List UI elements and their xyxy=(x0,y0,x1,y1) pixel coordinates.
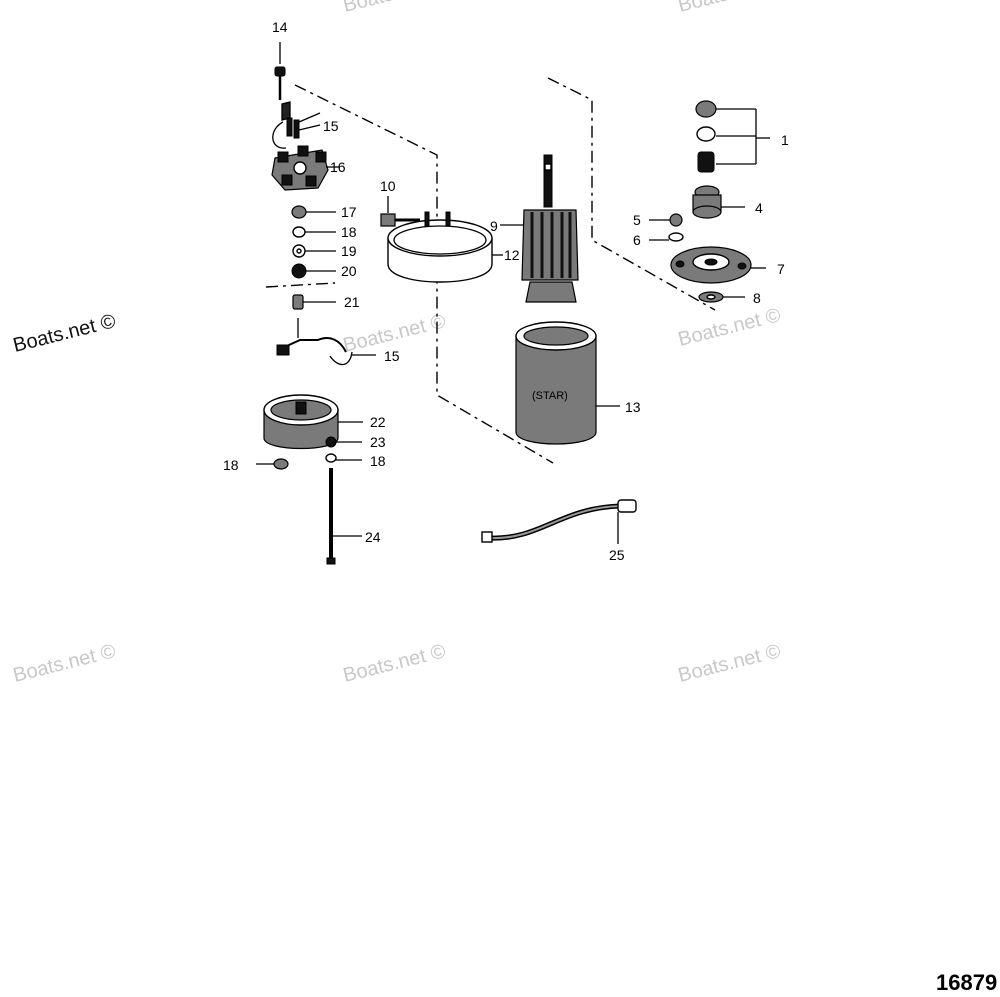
watermark: Boats.net © xyxy=(676,640,783,687)
brush-plate-part-16 xyxy=(271,145,340,191)
washers-part-23-18 xyxy=(256,436,362,470)
through-bolt-part-24 xyxy=(326,468,362,565)
watermark: Boats.net © xyxy=(341,640,448,687)
screw-part-14 xyxy=(274,42,286,100)
callout-6: 6 xyxy=(633,232,641,248)
callout-7: 7 xyxy=(777,261,785,277)
callout-4: 4 xyxy=(755,200,763,216)
callout-13: 13 xyxy=(625,399,641,415)
callout-18-right: 18 xyxy=(370,453,386,469)
armature-part-9 xyxy=(500,154,579,303)
hardware-stack xyxy=(291,205,336,310)
callout-25: 25 xyxy=(609,547,625,563)
callout-5: 5 xyxy=(633,212,641,228)
callout-9: 9 xyxy=(490,218,498,234)
callout-17: 17 xyxy=(341,204,357,220)
battery-cable-part-25 xyxy=(481,499,637,544)
drive-gear-part-4 xyxy=(692,185,745,219)
callout-24: 24 xyxy=(365,529,381,545)
brush-springs-part-15 xyxy=(272,101,321,149)
callout-22: 22 xyxy=(370,414,386,430)
diagram-number: 16879 xyxy=(936,970,997,995)
callout-20: 20 xyxy=(341,263,357,279)
watermark: Boats.net © xyxy=(341,0,448,17)
watermark-layer: Boats.net © Boats.net © Boats.net © Boat… xyxy=(11,0,783,687)
watermark: Boats.net © xyxy=(11,640,118,687)
end-cap-part-22 xyxy=(263,394,363,450)
assembly-line-brush xyxy=(265,282,336,288)
drive-end-flange-part-7 xyxy=(670,246,766,284)
assembly-line-right xyxy=(547,77,716,311)
callout-21: 21 xyxy=(344,294,360,310)
callout-8: 8 xyxy=(753,290,761,306)
callout-1: 1 xyxy=(781,132,789,148)
watermark: Boats.net © xyxy=(11,310,118,357)
callout-19: 19 xyxy=(341,243,357,259)
callout-18-left: 18 xyxy=(223,457,239,473)
callout-15-top: 15 xyxy=(323,118,339,134)
motor-housing-text: (STAR) xyxy=(532,390,568,402)
part-callouts: 1 4 5 6 7 8 9 10 12 13 14 15 15 16 17 18… xyxy=(223,19,789,563)
callout-12: 12 xyxy=(504,247,520,263)
brush-lead-part-15 xyxy=(276,318,376,366)
callout-18: 18 xyxy=(341,224,357,240)
band-part-12 xyxy=(387,211,503,283)
pinion-stack-part-1 xyxy=(695,100,770,173)
bolt-part-10 xyxy=(380,196,420,227)
motor-housing-part-13: (STAR) xyxy=(515,321,620,445)
callout-10: 10 xyxy=(380,178,396,194)
callout-14: 14 xyxy=(272,19,288,35)
nut-washer-part-5-6 xyxy=(649,213,684,242)
callout-16: 16 xyxy=(330,159,346,175)
callout-15-bottom: 15 xyxy=(384,348,400,364)
callout-23: 23 xyxy=(370,434,386,450)
washer-part-8 xyxy=(698,291,745,303)
watermark: Boats.net © xyxy=(676,0,783,17)
watermark: Boats.net © xyxy=(676,304,783,351)
